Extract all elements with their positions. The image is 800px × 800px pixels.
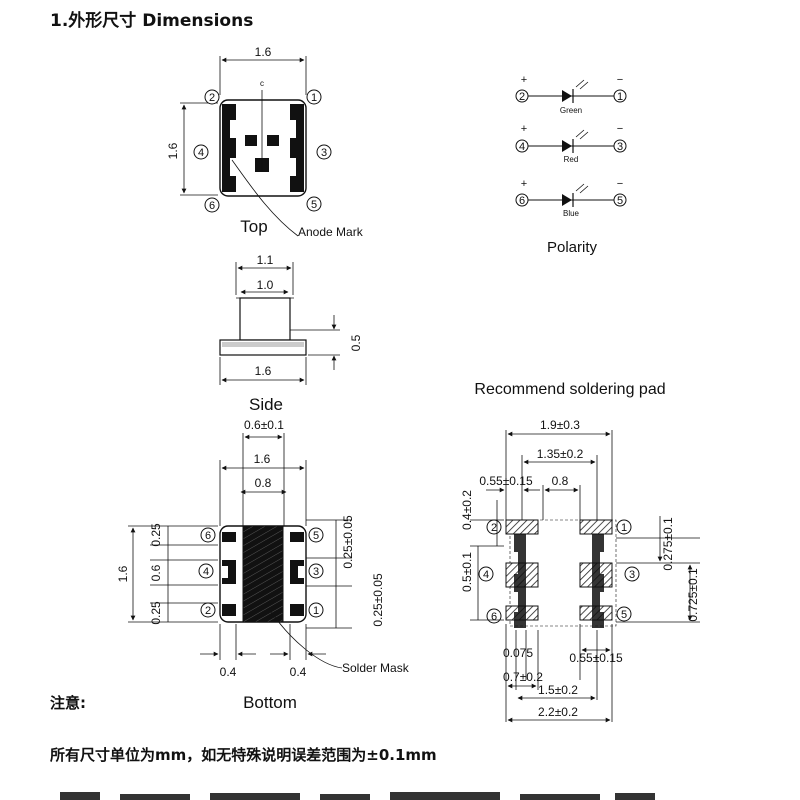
bottom-dim-right-a: 0.25±0.05: [341, 515, 355, 569]
polarity-red-label: Red: [564, 155, 579, 164]
polarity-blue-label: Blue: [563, 209, 580, 218]
polarity-green-label: Green: [560, 106, 582, 115]
side-view-label: Side: [249, 395, 283, 414]
soldering-pad: Recommend soldering pad 1.9±0.3 1.35±0.2…: [460, 381, 700, 723]
pad-pin-5: 5: [621, 609, 627, 621]
pad-dim-07: 0.7±0.2: [503, 670, 543, 684]
bottom-dim-025-a: 0.25: [149, 523, 163, 547]
pad-dim-135: 1.35±0.2: [537, 447, 584, 461]
notes-title: 注意:: [50, 694, 86, 712]
pad-dim-0275: 0.275±0.1: [661, 517, 675, 571]
polarity-row-red: + 4 Red − 3: [515, 123, 627, 164]
bottom-dim-right-b: 0.25±0.05: [371, 573, 385, 627]
top-pin-5: 5: [311, 199, 317, 211]
pad-dim-08: 0.8: [552, 474, 569, 488]
top-height-dim: 1.6: [166, 142, 180, 159]
polarity-row-blue: + 6 Blue − 5: [515, 178, 627, 218]
pad-pin-1: 1: [621, 522, 627, 534]
bottom-dim-08: 0.8: [255, 476, 272, 490]
page-title: 1.外形尺寸 Dimensions: [50, 11, 254, 31]
svg-text:−: −: [617, 74, 623, 86]
bottom-dim-04-r: 0.4: [290, 665, 307, 679]
svg-text:+: +: [521, 178, 527, 190]
svg-text:+: +: [521, 123, 527, 135]
pad-pin-4: 4: [483, 569, 489, 581]
top-pin-3: 3: [321, 147, 327, 159]
side-dim-bottom: 1.6: [255, 364, 272, 378]
svg-text:−: −: [617, 123, 623, 135]
bottom-pin-4: 4: [203, 566, 209, 578]
svg-text:c: c: [260, 79, 264, 88]
top-pin-4: 4: [198, 147, 204, 159]
top-view: 1.6 1.6 c 2 1 4 3 6 5: [166, 45, 364, 239]
cut-off-text-shapes: [60, 792, 655, 800]
svg-text:−: −: [617, 178, 623, 190]
svg-text:3: 3: [617, 141, 623, 153]
pad-dim-15: 1.5±0.2: [538, 683, 578, 697]
bottom-pin-6: 6: [205, 530, 211, 542]
bottom-pin-5: 5: [313, 530, 319, 542]
bottom-dim-left-h: 1.6: [116, 565, 130, 582]
bottom-view: 0.6±0.1 1.6 0.8 6 5 4 3 2: [116, 418, 410, 712]
notes-text: 所有尺寸单位为mm，如无特殊说明误差范围为±0.1mm: [50, 746, 437, 764]
pad-dim-055-top: 0.55±0.15: [479, 474, 533, 488]
polarity-row-green: + 2 Green − 1: [515, 74, 627, 115]
side-dim-mid: 1.0: [257, 278, 274, 292]
top-pin-2: 2: [209, 92, 215, 104]
pad-dim-22: 2.2±0.2: [538, 705, 578, 719]
top-pin-1: 1: [311, 92, 317, 104]
bottom-view-label: Bottom: [243, 693, 297, 712]
svg-text:6: 6: [519, 195, 525, 207]
bottom-pin-2: 2: [205, 605, 211, 617]
pad-pin-2: 2: [491, 522, 497, 534]
side-dim-height: 0.5: [349, 334, 363, 351]
pad-dim-0075: 0.075: [503, 646, 533, 660]
pad-dim-19: 1.9±0.3: [540, 418, 580, 432]
bottom-dim-04-l: 0.4: [220, 665, 237, 679]
bottom-pin-3: 3: [313, 566, 319, 578]
svg-text:4: 4: [519, 141, 525, 153]
pad-pin-6: 6: [491, 611, 497, 623]
bottom-dim-025-b: 0.25: [149, 601, 163, 625]
svg-text:5: 5: [617, 195, 623, 207]
soldering-pad-label: Recommend soldering pad: [474, 381, 665, 398]
anode-mark-label: Anode Mark: [298, 225, 364, 239]
solder-mask-label: Solder Mask: [342, 661, 410, 675]
bottom-dim-16: 1.6: [254, 452, 271, 466]
polarity-diagram: + 2 Green − 1 + 4 Red − 3: [515, 74, 627, 256]
top-view-label: Top: [240, 217, 267, 236]
svg-text:2: 2: [519, 91, 525, 103]
side-dim-top: 1.1: [257, 253, 274, 267]
pad-dim-05: 0.5±0.1: [460, 552, 474, 592]
side-view: 1.1 1.0 0.5 1.6 Side: [219, 253, 363, 414]
pad-dim-0725: 0.725±0.1: [686, 568, 700, 622]
polarity-label: Polarity: [547, 239, 598, 256]
svg-text:+: +: [521, 74, 527, 86]
bottom-pin-1: 1: [313, 605, 319, 617]
cut-off-text-line: [60, 786, 660, 800]
pad-pin-3: 3: [629, 569, 635, 581]
pad-dim-055-bot: 0.55±0.15: [569, 651, 623, 665]
top-pin-6: 6: [209, 200, 215, 212]
top-width-dim: 1.6: [255, 45, 272, 59]
svg-text:1: 1: [617, 91, 623, 103]
bottom-dim-top: 0.6±0.1: [244, 418, 284, 432]
bottom-dim-06: 0.6: [149, 564, 163, 581]
pad-dim-04: 0.4±0.2: [460, 490, 474, 530]
